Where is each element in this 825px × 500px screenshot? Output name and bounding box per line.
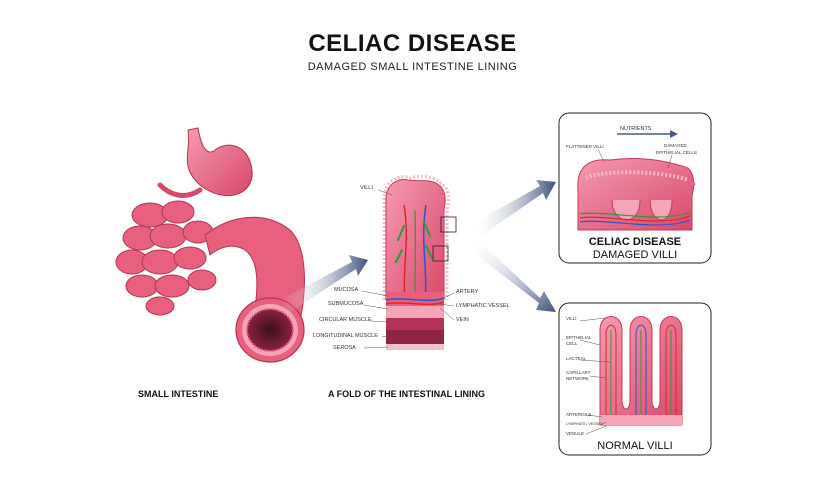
damaged-panel-subtitle: DAMAGED VILLI [592,249,678,261]
arrow-to-fold [280,255,368,312]
label-vein: VEIN [456,317,469,323]
label-capillary-line2: NETWORK [566,376,589,381]
page-subtitle: DAMAGED SMALL INTESTINE LINING [307,61,518,73]
label-nutrients: NUTRIENTS [620,126,652,132]
label-epithelial-line1: EPITHELIAL [566,335,592,340]
page-title: CELIAC DISEASE [308,30,517,57]
label-submucosa: SUBMUCOSA [328,301,364,307]
normal-villi-panel [558,302,712,456]
arrow-to-damaged-panel [470,180,556,238]
label-epithelial-line2: CELL [566,341,578,346]
label-normal-villi: VILLI [566,316,577,321]
intestine-cross-section [235,297,305,363]
label-artery: ARTERY [456,289,479,295]
label-damaged-cells-line2: EPITHELIAL CELLS [656,150,697,155]
label-lymphatic: LYMPHATIC VESSEL [566,422,603,426]
normal-panel-subtitle: NORMAL VILLI [597,440,673,452]
label-capillary-line1: CAPILLARY [566,370,591,375]
label-circular-muscle: CIRCULAR MUSCLE [319,317,372,323]
label-arteriole: ARTERIOLE [566,412,592,417]
label-venule: VENULE [566,431,585,436]
label-mucosa: MUCOSA [334,287,359,293]
label-flattened-villi: FLATTENED VILLI [566,144,604,149]
stomach-illustration [157,127,253,198]
damaged-panel-title: CELIAC DISEASE [588,236,682,248]
label-serosa: SEROSA [333,345,356,351]
label-longitudinal-muscle: LONGITUDINAL MUSCLE [313,333,378,339]
label-lacteal: LACTEAL [566,356,587,361]
label-villi: VILLI [360,185,373,191]
caption-small-intestine: SMALL INTESTINE [138,389,219,399]
small-intestine-coils [115,200,217,316]
arrow-to-normal-panel [470,240,556,312]
label-damaged-cells-line1: DAMAGED [664,143,687,148]
intestinal-fold [361,174,457,350]
damaged-villi-panel [558,112,712,264]
caption-intestinal-fold: A FOLD OF THE INTESTINAL LINING [328,389,485,399]
label-lymphatic-vessel: LYMPHATIC VESSEL [456,303,510,309]
